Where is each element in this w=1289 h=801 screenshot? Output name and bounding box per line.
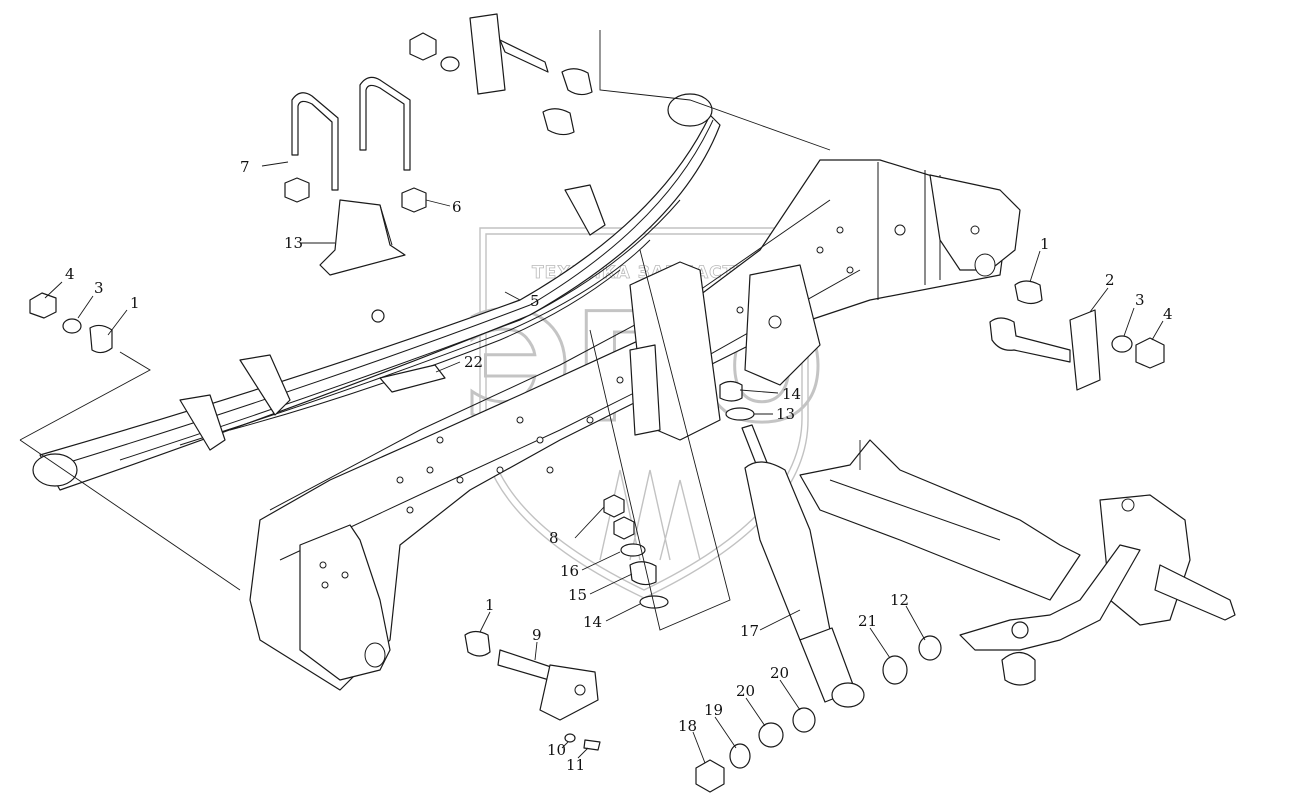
callout-22: 22 xyxy=(464,353,483,371)
spring-pad xyxy=(379,364,446,393)
left-pin-set xyxy=(29,292,113,354)
callout-4-left: 4 xyxy=(65,265,75,283)
callout-6: 6 xyxy=(452,198,462,216)
callout-9: 10 xyxy=(547,741,566,759)
callout-1-right: 1 xyxy=(1040,235,1050,253)
shock-absorber xyxy=(741,424,865,708)
lower-left-bushings xyxy=(603,494,669,609)
callout-20-lower: 20 xyxy=(770,664,789,682)
top-pin-set xyxy=(409,13,593,136)
assembly-guide-lines xyxy=(19,30,861,631)
callout-2: 2 xyxy=(1105,271,1115,289)
callout-11: 7 xyxy=(240,158,250,176)
front-axle xyxy=(799,439,1236,686)
callout-3-right: 3 xyxy=(1135,291,1145,309)
rear-hanger-bracket xyxy=(929,174,1021,277)
callout-17: 18 xyxy=(678,717,697,735)
callout-7: 13 xyxy=(284,234,303,252)
callout-5: 5 xyxy=(530,292,540,310)
callout-8: 9 xyxy=(532,626,542,644)
u-bolts xyxy=(291,76,411,191)
shock-upper-bracket xyxy=(629,261,821,441)
right-shackle-set xyxy=(989,280,1165,391)
callout-13-lower: 14 xyxy=(583,613,602,631)
callout-1-left: 1 xyxy=(130,294,140,312)
callout-13-upper: 13 xyxy=(776,405,795,423)
callout-10: 11 xyxy=(566,756,585,774)
callout-19: 20 xyxy=(736,682,755,700)
callout-leaders xyxy=(44,161,1164,764)
callout-3-left: 3 xyxy=(94,279,104,297)
callout-20-upper: 21 xyxy=(858,612,877,630)
callout-4-right: 4 xyxy=(1163,305,1173,323)
leaf-spring xyxy=(32,93,721,491)
front-pin-set xyxy=(464,630,601,751)
spring-seat xyxy=(319,199,406,276)
upper-bushings xyxy=(719,380,755,421)
callout-12: 8 xyxy=(549,529,559,547)
callout-14-upper: 14 xyxy=(782,385,801,403)
callout-16: 17 xyxy=(740,622,759,640)
callout-14-lower: 15 xyxy=(568,586,587,604)
u-bolt-nuts xyxy=(284,177,427,213)
front-hanger-bracket xyxy=(299,524,391,681)
callout-1-front: 1 xyxy=(485,596,495,614)
callout-labels: 7 6 13 5 22 4 3 1 1 2 3 4 14 13 8 16 15 … xyxy=(65,158,1173,774)
callout-15: 16 xyxy=(560,562,579,580)
callout-21: 12 xyxy=(890,591,909,609)
callout-18: 19 xyxy=(704,701,723,719)
shock-hardware xyxy=(695,635,942,793)
